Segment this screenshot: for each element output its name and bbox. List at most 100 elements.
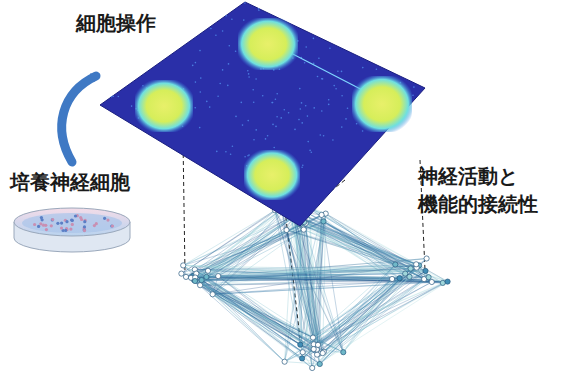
speckle: [235, 116, 237, 118]
network-node: [192, 278, 197, 283]
imaging-plane: [100, 2, 425, 226]
speckle: [301, 122, 303, 124]
label: 培養神経細胞: [10, 168, 160, 196]
network-node: [426, 275, 431, 280]
network-link: [426, 271, 448, 282]
speckle: [255, 129, 257, 131]
cell: [79, 216, 82, 219]
network-link: [300, 269, 410, 345]
network-node: [403, 271, 408, 276]
cell: [51, 218, 54, 221]
network-node: [298, 342, 303, 347]
network-link: [202, 280, 317, 349]
network-link: [324, 221, 426, 271]
speckle: [341, 126, 343, 128]
speckle: [284, 109, 286, 111]
network-node: [315, 342, 320, 347]
network-node: [284, 227, 289, 232]
speckle: [248, 73, 250, 75]
speckle: [248, 76, 250, 78]
speckle: [229, 45, 231, 47]
network-link: [313, 338, 343, 353]
speckle: [313, 63, 315, 65]
speckle: [216, 151, 218, 153]
cell: [83, 225, 86, 228]
network-node: [183, 274, 188, 279]
network-link: [202, 280, 314, 344]
speckle: [272, 124, 274, 126]
speckle: [253, 139, 255, 141]
speckle: [332, 139, 334, 141]
speckle: [112, 96, 114, 98]
speckle: [320, 134, 322, 136]
cell: [37, 225, 40, 228]
speckle: [313, 38, 315, 40]
network-link: [183, 230, 304, 266]
network-link: [320, 259, 427, 365]
speckle: [299, 88, 301, 90]
speckle: [294, 129, 296, 131]
speckle: [301, 102, 303, 104]
network-link: [312, 282, 447, 368]
speckle: [131, 105, 133, 107]
speckle: [230, 154, 232, 156]
network-link: [323, 269, 411, 354]
network-node: [198, 283, 203, 288]
cell: [44, 224, 47, 227]
network-node: [317, 361, 322, 366]
network-node: [445, 279, 450, 284]
speckle: [307, 141, 309, 143]
speckle: [258, 8, 260, 10]
cell: [60, 227, 63, 230]
speckle: [206, 101, 208, 103]
cell-cluster: [135, 80, 193, 132]
cell: [70, 218, 73, 221]
cell: [39, 222, 42, 225]
speckle: [345, 118, 347, 120]
speckle: [242, 124, 244, 126]
speckle: [241, 102, 243, 104]
speckle: [192, 65, 194, 67]
speckle: [311, 152, 313, 154]
speckle: [235, 50, 237, 52]
network-link: [183, 265, 201, 280]
network-link: [285, 349, 314, 362]
speckle: [199, 50, 201, 52]
speckle: [195, 81, 197, 83]
network-link: [312, 268, 416, 368]
speckle: [328, 104, 330, 106]
network-link: [195, 265, 419, 277]
network-link: [181, 274, 319, 364]
network-node: [414, 262, 419, 267]
speckle: [194, 107, 196, 109]
network-link: [313, 282, 448, 338]
speckle: [252, 89, 254, 91]
network-node: [440, 280, 445, 285]
speckle: [227, 85, 229, 87]
network-node: [315, 352, 320, 357]
speckle: [288, 112, 290, 114]
speckle: [301, 167, 303, 169]
speckle: [328, 99, 330, 101]
network-link: [317, 268, 417, 350]
speckle: [253, 101, 255, 103]
network-link: [183, 265, 447, 281]
network-node: [310, 365, 315, 370]
network-link: [213, 294, 323, 353]
cell-cluster: [238, 18, 298, 70]
network-link: [302, 264, 416, 358]
network-link: [285, 259, 427, 362]
speckle: [276, 116, 278, 118]
speckle: [329, 47, 331, 49]
network-node: [424, 256, 429, 261]
speckle: [305, 46, 307, 48]
speckle: [317, 76, 319, 78]
network-node: [300, 356, 305, 361]
speckle: [321, 110, 323, 112]
speckle: [232, 145, 234, 147]
speckle: [222, 69, 224, 71]
speckle: [271, 102, 273, 104]
network-link: [323, 264, 417, 353]
speckle: [335, 88, 337, 90]
network-node: [408, 266, 413, 271]
